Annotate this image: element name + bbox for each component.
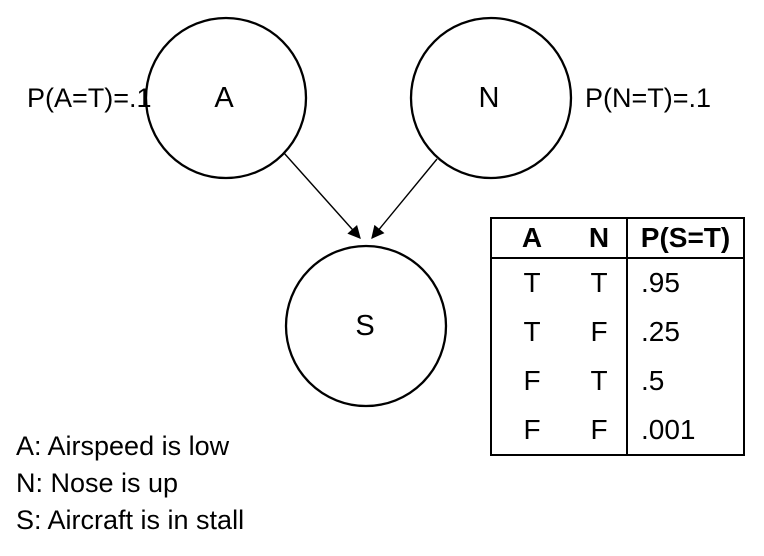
- node-s-label: S: [355, 310, 374, 342]
- cpt-cell: .5: [626, 356, 743, 406]
- node-n-circle: [409, 16, 573, 180]
- legend-line-n: N: Nose is up: [16, 468, 179, 498]
- cpt-cell: F: [523, 413, 541, 445]
- node-a-label: A: [214, 82, 234, 114]
- cpt-cell: .25: [626, 307, 743, 357]
- cpt-cell: .001: [626, 405, 743, 454]
- cpt-cell: F: [523, 364, 541, 396]
- prior-annotation-a: P(A=T)=.1: [27, 83, 152, 113]
- edge-a-to-s: [283, 152, 361, 239]
- cpt-header-a: A: [492, 219, 572, 259]
- edge-n-to-s: [371, 158, 438, 240]
- legend-line-s: S: Aircraft is in stall: [16, 505, 245, 535]
- legend-line-a: A: Airspeed is low: [16, 431, 230, 461]
- cpt-cell: T: [590, 364, 608, 396]
- cpt-cell: T: [523, 316, 541, 348]
- node-n-label: N: [479, 82, 500, 114]
- cpt-cell: T: [590, 267, 608, 299]
- node-a-circle: [144, 16, 308, 180]
- cpt-cell: F: [590, 316, 608, 348]
- cpt-header-p: P(S=T): [626, 219, 743, 259]
- cpt-header-n: N: [572, 219, 626, 259]
- legend: A: Airspeed is low N: Nose is up S: Airc…: [16, 428, 244, 539]
- cpt-cell: F: [590, 413, 608, 445]
- cpt-cell: T: [523, 267, 541, 299]
- prior-annotation-n: P(N=T)=.1: [585, 83, 712, 113]
- cpt-table: A N P(S=T) T T .95 T F .25 F T .5 F F .0…: [490, 217, 745, 456]
- cpt-cell: .95: [626, 259, 743, 308]
- node-s-circle: [284, 244, 448, 408]
